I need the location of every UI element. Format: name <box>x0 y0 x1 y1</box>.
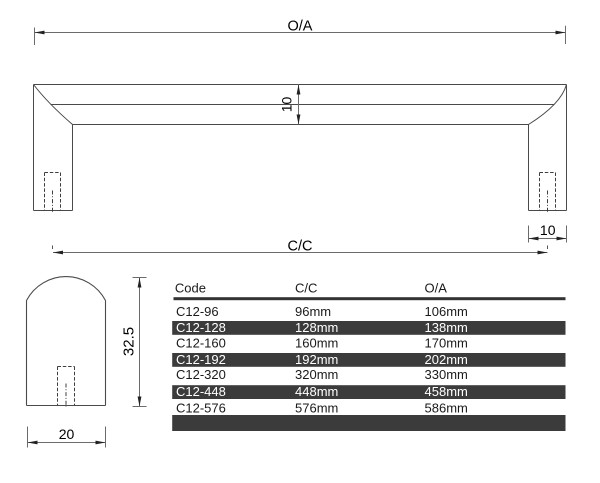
svg-text:96mm: 96mm <box>295 304 331 319</box>
svg-text:10: 10 <box>279 97 295 113</box>
svg-text:C12-160: C12-160 <box>176 336 226 351</box>
svg-text:C12-192: C12-192 <box>176 352 226 367</box>
svg-text:32.5: 32.5 <box>121 327 138 356</box>
svg-text:C/C: C/C <box>288 239 313 255</box>
svg-text:O/A: O/A <box>425 280 448 295</box>
svg-text:320mm: 320mm <box>295 367 338 382</box>
svg-text:202mm: 202mm <box>425 352 468 367</box>
svg-text:20: 20 <box>59 426 75 442</box>
svg-text:192mm: 192mm <box>295 352 338 367</box>
svg-text:458mm: 458mm <box>425 384 468 399</box>
svg-text:C12-96: C12-96 <box>176 304 219 319</box>
svg-text:448mm: 448mm <box>295 384 338 399</box>
svg-text:10: 10 <box>540 222 556 238</box>
svg-text:C12-576: C12-576 <box>176 400 226 415</box>
svg-text:576mm: 576mm <box>295 400 338 415</box>
svg-text:160mm: 160mm <box>295 336 338 351</box>
svg-text:C12-128: C12-128 <box>176 320 226 335</box>
svg-text:C12-320: C12-320 <box>176 367 226 382</box>
svg-text:138mm: 138mm <box>425 320 468 335</box>
svg-text:128mm: 128mm <box>295 320 338 335</box>
svg-text:106mm: 106mm <box>425 304 468 319</box>
svg-text:O/A: O/A <box>288 19 313 35</box>
svg-text:C12-448: C12-448 <box>176 384 226 399</box>
svg-text:C/C: C/C <box>295 280 317 295</box>
svg-text:330mm: 330mm <box>425 367 468 382</box>
svg-text:Code: Code <box>175 280 206 295</box>
svg-text:586mm: 586mm <box>425 400 468 415</box>
svg-text:170mm: 170mm <box>425 336 468 351</box>
